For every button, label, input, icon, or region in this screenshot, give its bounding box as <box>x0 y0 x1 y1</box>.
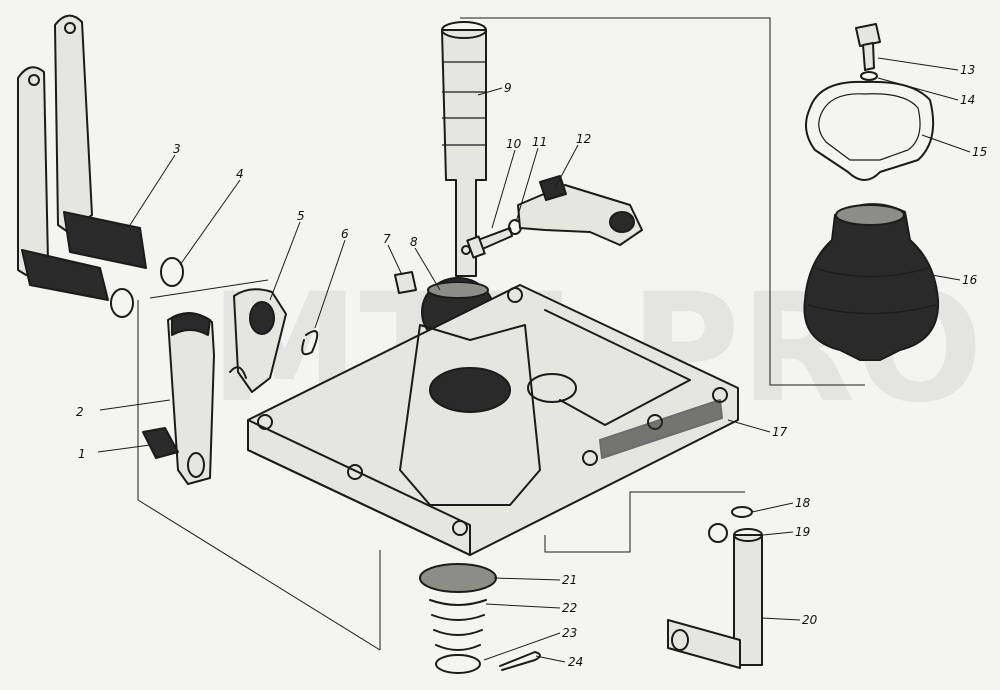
callout-15: 15 <box>972 145 987 159</box>
callout-20: 20 <box>802 613 818 627</box>
lever-arm <box>233 288 287 393</box>
lever-shaft <box>667 528 763 669</box>
rocker-arm <box>517 175 643 246</box>
callout-4: 4 <box>236 167 244 181</box>
bolt-and-washer <box>466 219 522 259</box>
callout-leaders <box>97 57 971 663</box>
gear-lever-pair <box>17 14 147 301</box>
gasket <box>805 80 935 181</box>
retaining-rings <box>110 257 184 318</box>
callout-5: 5 <box>297 209 305 223</box>
callout-23: 23 <box>562 626 577 640</box>
callout-8: 8 <box>410 235 418 249</box>
key <box>394 271 417 294</box>
small-washer <box>731 506 753 518</box>
callout-19: 19 <box>795 525 810 539</box>
shaft <box>441 21 487 277</box>
callout-12: 12 <box>576 132 591 146</box>
callout-18: 18 <box>795 496 811 510</box>
callout-16: 16 <box>962 273 978 287</box>
callout-11: 11 <box>532 135 547 149</box>
cup <box>419 563 497 593</box>
callout-7: 7 <box>383 232 391 246</box>
callout-labels: 1 2 3 4 5 6 7 8 9 10 11 12 13 14 15 16 1… <box>76 63 987 669</box>
coil-spring <box>429 599 487 651</box>
callout-21: 21 <box>562 573 577 587</box>
block-part <box>142 427 179 459</box>
callout-14: 14 <box>960 93 975 107</box>
pin-washer <box>708 523 728 543</box>
housing <box>247 284 739 556</box>
callout-6: 6 <box>341 227 349 241</box>
selector-arm <box>167 312 215 485</box>
spring-seat <box>435 654 481 674</box>
callout-22: 22 <box>562 601 577 615</box>
assembly-guide-lines <box>137 17 865 651</box>
callout-9: 9 <box>504 81 512 95</box>
rubber-boot <box>803 203 940 361</box>
cotter-pin <box>499 651 541 671</box>
callout-2: 2 <box>76 405 84 419</box>
callout-17: 17 <box>772 425 788 439</box>
callout-24: 24 <box>568 655 583 669</box>
callout-10: 10 <box>506 137 522 151</box>
callout-3: 3 <box>173 142 181 156</box>
top-bolt <box>855 23 881 81</box>
callout-13: 13 <box>960 63 975 77</box>
callout-1: 1 <box>78 447 86 461</box>
spring-clip <box>229 330 319 379</box>
